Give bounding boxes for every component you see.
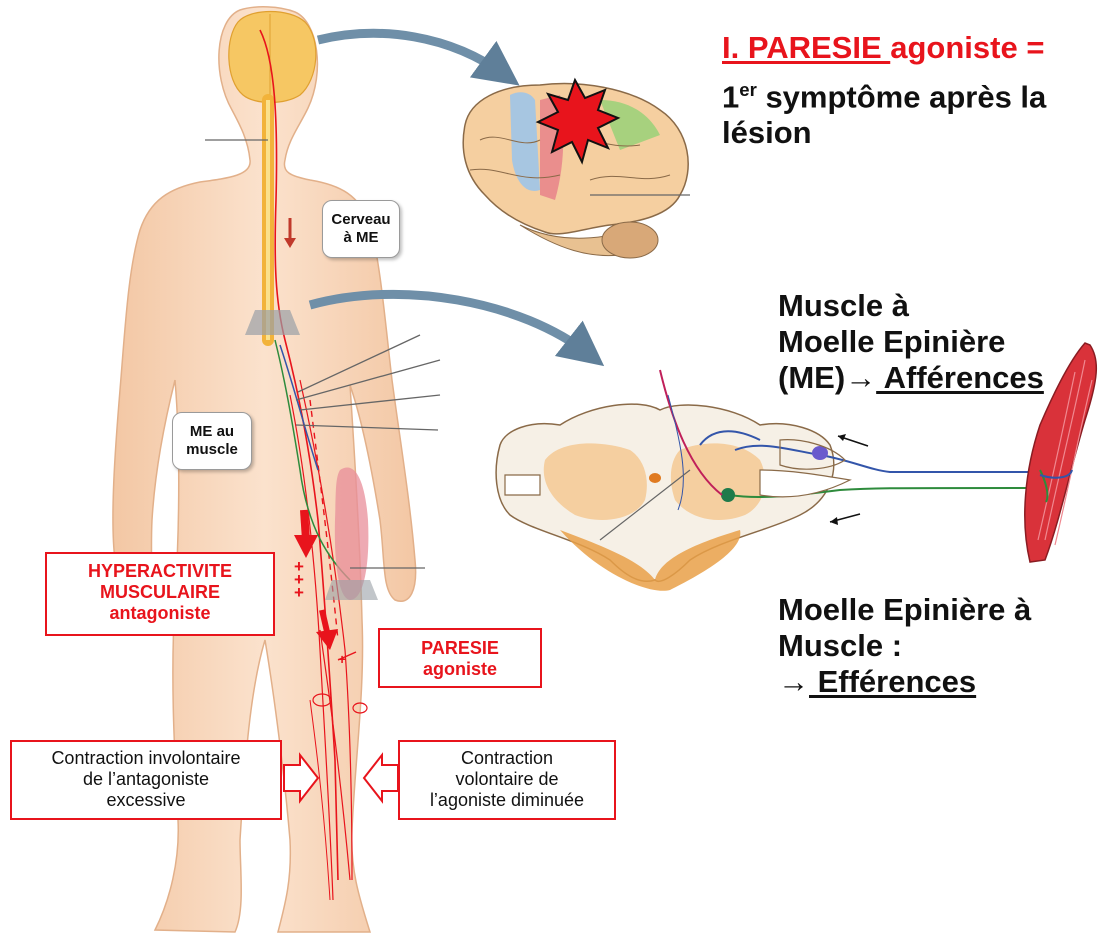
efferent-line-1: Moelle Epinière à xyxy=(778,592,1098,628)
title-symptom: symptôme après la xyxy=(757,79,1046,114)
spinal-cord-section xyxy=(496,370,1040,591)
title-line-3: lésion xyxy=(722,115,1102,151)
afferent-line-2: Moelle Epinière xyxy=(778,324,1098,360)
efferent-label: Moelle Epinière à Muscle : → Efférences xyxy=(778,592,1098,700)
title-agoniste: agoniste = xyxy=(890,30,1044,65)
title-block: I. PARESIE agoniste = 1er symptôme après… xyxy=(722,30,1102,151)
afferent-line-1: Muscle à xyxy=(778,288,1098,324)
afferent-arrow-icon: → xyxy=(845,360,876,395)
voluntary-contraction-box: Contraction volontaire de l’agoniste dim… xyxy=(398,740,616,820)
callout-cord-to-muscle: ME au muscle xyxy=(172,412,252,470)
title-number: 1 xyxy=(722,79,739,114)
brain-illustration xyxy=(463,80,690,258)
title-superscript: er xyxy=(739,79,757,100)
efferent-line-3: → Efférences xyxy=(778,664,1098,700)
afferent-me: (ME) xyxy=(778,360,845,395)
involuntary-contraction-box: Contraction involontaire de l’antagonist… xyxy=(10,740,282,820)
plus-signs: + + + xyxy=(294,560,304,599)
title-paresie: I. PARESIE xyxy=(722,30,890,65)
efferent-line-2: Muscle : xyxy=(778,628,1098,664)
efferent-term: Efférences xyxy=(809,664,976,699)
callout-brain-to-cord: Cerveau à ME xyxy=(322,200,400,258)
afferent-line-3: (ME)→ Afférences xyxy=(778,360,1098,396)
title-line-1: I. PARESIE agoniste = xyxy=(722,30,1102,66)
title-line-2: 1er symptôme après la xyxy=(722,72,1102,115)
arrow-left-hollow xyxy=(364,755,398,801)
paresis-box: PARESIE agoniste xyxy=(378,628,542,688)
hyperactivity-box: HYPERACTIVITE MUSCULAIRE antagoniste xyxy=(45,552,275,636)
afferent-term: Afférences xyxy=(876,360,1044,395)
plus-sign-small: + xyxy=(338,652,346,666)
efferent-arrow-icon: → xyxy=(778,664,809,699)
afferent-label: Muscle à Moelle Epinière (ME)→ Afférence… xyxy=(778,288,1098,396)
arrow-to-brain xyxy=(318,33,505,75)
